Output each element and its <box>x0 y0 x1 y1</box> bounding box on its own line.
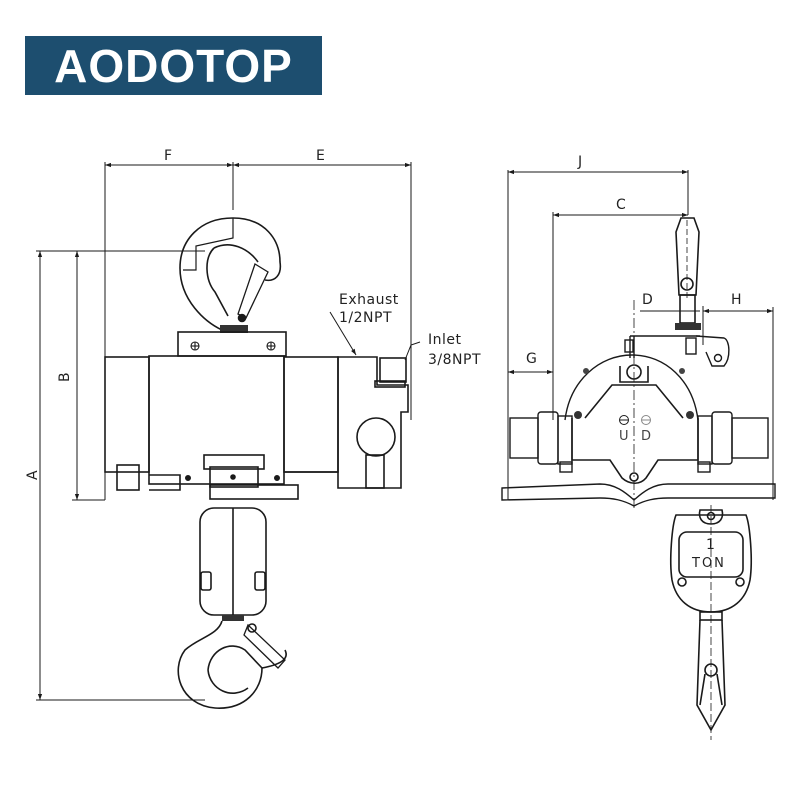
motor-housing-front <box>564 300 699 510</box>
inlet-size: 3/8NPT <box>428 352 481 368</box>
top-bracket <box>624 335 730 367</box>
dim-label-d: D <box>642 292 653 308</box>
dim-label-f: F <box>164 148 172 164</box>
right-fitting <box>697 411 769 473</box>
control-label-up: U <box>619 429 629 444</box>
motor-body <box>104 355 409 500</box>
pendant-capacity: 1 <box>706 537 715 553</box>
control-label-down: D <box>641 429 651 444</box>
dim-label-g: G <box>526 351 537 367</box>
mount-bolts <box>190 341 276 351</box>
brand-logo: AODOTOP <box>25 36 322 95</box>
left-fitting <box>509 411 573 473</box>
dim-label-b: B <box>57 372 73 382</box>
dimension-f-e <box>104 162 412 500</box>
brand-logo-text: AODOTOP <box>54 39 293 92</box>
top-mount-plate <box>177 331 287 357</box>
dim-label-j: J <box>577 154 582 170</box>
dim-label-a: A <box>25 470 41 480</box>
pendant-body <box>670 505 752 740</box>
dimension-a-b <box>36 250 205 701</box>
pendant-unit: TON <box>691 556 726 571</box>
base-crossbar <box>501 483 776 507</box>
dim-label-c: C <box>616 197 626 213</box>
dim-label-e: E <box>316 148 325 164</box>
top-hook <box>179 217 282 333</box>
bottom-hook-assembly <box>177 507 287 709</box>
exhaust-label: Exhaust <box>339 292 399 308</box>
exhaust-size: 1/2NPT <box>339 310 392 326</box>
side-view: F E A B <box>25 148 421 709</box>
inlet-label: Inlet <box>428 332 462 348</box>
port-leaders <box>329 311 421 361</box>
dimension-lines-front <box>507 169 774 500</box>
front-view: J C G D H <box>501 154 776 740</box>
dim-label-h: H <box>731 292 742 308</box>
top-hook-edge <box>675 217 701 330</box>
